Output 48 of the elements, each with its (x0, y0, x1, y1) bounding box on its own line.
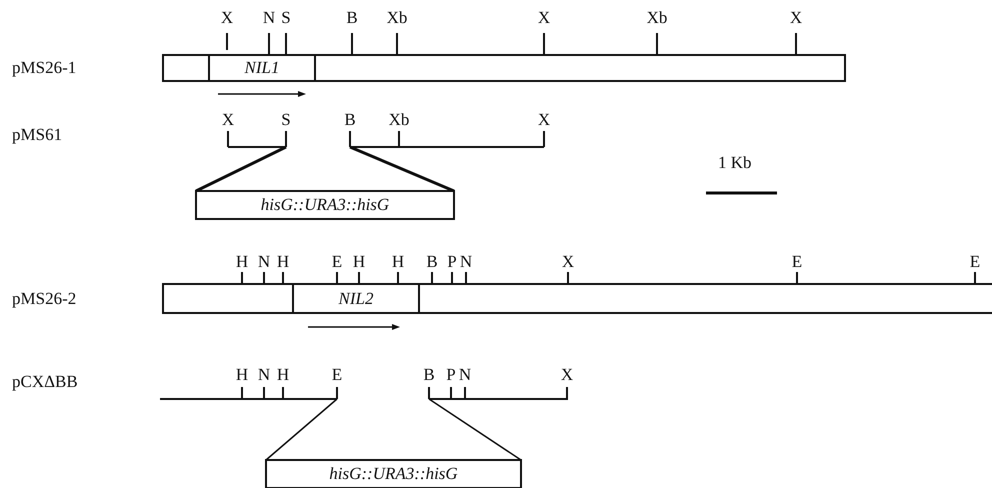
restriction-site-label: H (236, 253, 248, 271)
plasmid-map-bar (162, 54, 846, 82)
restriction-site-label: N (262, 9, 276, 27)
restriction-site-label: H (352, 253, 366, 271)
restriction-site-label: X (538, 9, 550, 27)
restriction-site-label: H (276, 366, 290, 384)
restriction-site-label: P (447, 253, 457, 271)
restriction-site-label: X (220, 9, 234, 27)
restriction-site-label: X (222, 111, 234, 129)
scale-label: 1 Kb (718, 154, 752, 172)
gene-name: hisG::URA3::hisG (260, 195, 390, 215)
plasmid-name: pMS26-2 (12, 290, 76, 308)
restriction-site-label: E (332, 253, 342, 271)
plasmid-name: pMS26-1 (12, 59, 76, 77)
plasmid-map-bar (162, 283, 992, 314)
restriction-site-label: P (446, 366, 456, 384)
restriction-site-label: H (236, 366, 248, 384)
plasmid-name: pCXΔBB (12, 373, 78, 391)
plasmid-name: pMS61 (12, 126, 62, 144)
gene-segment (208, 54, 316, 82)
restriction-site-label: Xb (388, 111, 410, 129)
restriction-site-label: X (562, 253, 574, 271)
gene-segment (292, 283, 420, 314)
restriction-site-label: H (392, 253, 404, 271)
restriction-site-label: Xb (386, 9, 408, 27)
restriction-site-label: X (790, 9, 802, 27)
restriction-site-label: S (281, 111, 291, 129)
restriction-site-label: E (332, 366, 342, 384)
cassette-box (265, 459, 522, 488)
gene-name: NIL1 (244, 58, 280, 78)
restriction-site-label: N (460, 253, 472, 271)
restriction-site-label: E (792, 253, 802, 271)
restriction-site-label: Xb (646, 9, 668, 27)
restriction-site-label: N (458, 366, 472, 384)
restriction-site-label: B (423, 366, 435, 384)
restriction-site-label: S (281, 9, 291, 27)
restriction-site-label: H (276, 253, 290, 271)
gene-name: hisG::URA3::hisG (329, 464, 458, 484)
restriction-site-label: N (258, 253, 270, 271)
gene-name: NIL2 (338, 288, 374, 308)
cassette-box (195, 190, 455, 220)
restriction-site-label: B (346, 9, 358, 27)
restriction-site-label: N (258, 366, 270, 384)
restriction-site-label: X (538, 111, 550, 129)
restriction-site-label: X (560, 366, 574, 384)
restriction-site-label: E (970, 253, 980, 271)
restriction-site-label: B (344, 111, 356, 129)
restriction-site-label: B (426, 253, 438, 271)
